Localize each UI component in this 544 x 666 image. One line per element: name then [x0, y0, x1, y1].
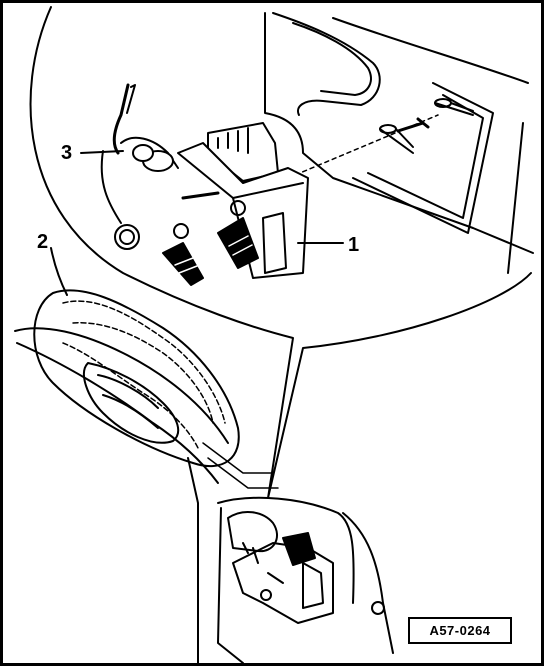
detail-bubble-outline [29, 6, 532, 499]
fuel-filler-flap-housing [14, 289, 279, 663]
emergency-release-cable [100, 83, 179, 250]
figure-id-text: A57-0264 [429, 623, 491, 638]
exploded-view-illustration: 1 2 3 [14, 6, 534, 663]
arrow-down-icon [217, 217, 259, 269]
fuel-flap-actuator [173, 122, 309, 279]
mounting-slot-upper [434, 98, 474, 116]
callout-2: 2 [37, 231, 48, 253]
arrow-down-icon [162, 242, 204, 286]
leader-line-2 [50, 247, 68, 296]
installed-actuator-view [217, 496, 394, 663]
figure-id-label: A57-0264 [408, 617, 512, 644]
leader-line-3 [80, 150, 124, 154]
callout-3: 3 [61, 142, 72, 164]
callout-1: 1 [348, 234, 359, 256]
assembly-guide-line [287, 114, 439, 179]
